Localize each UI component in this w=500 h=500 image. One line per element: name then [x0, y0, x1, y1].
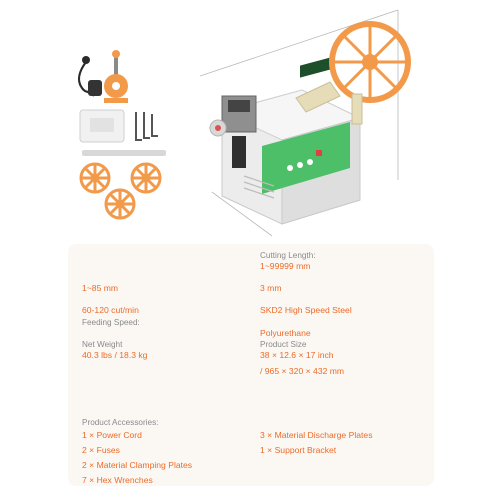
spec-value	[82, 328, 254, 339]
specifications-card: 1~85 mm 60-120 cut/min Feeding Speed: Ne…	[68, 244, 434, 486]
spec-label: Feeding Speed:	[82, 317, 140, 327]
spec-value: 1~99999 mm	[260, 261, 311, 271]
spec-row-feeding-speed: Feeding Speed:	[82, 318, 254, 340]
spec-value	[82, 261, 254, 272]
spec-label	[260, 295, 430, 305]
feed-head-top	[228, 100, 250, 112]
accessory-item: 2 × Material Clamping Plates	[82, 460, 193, 470]
spec-value-metric: / 965 × 320 × 432 mm	[260, 365, 345, 376]
spec-value: 1~85 mm	[82, 283, 119, 294]
length-dimension-line	[199, 9, 399, 77]
hex-wrench-icon	[135, 112, 158, 141]
spec-value: 3 mm	[260, 283, 282, 294]
discharge-wheel-icon	[79, 162, 162, 220]
cutting-machine	[209, 56, 362, 225]
pressure-knob-center	[215, 125, 221, 131]
product-illustration	[0, 0, 500, 240]
spec-column-left: 1~85 mm 60-120 cut/min Feeding Speed: Ne…	[82, 251, 254, 362]
spec-row-tool-material: SKD2 High Speed Steel	[260, 295, 430, 317]
spec-value: 60-120 cut/min	[82, 305, 139, 316]
spec-row-product-size: Product Size 38 × 12.6 × 17 inch / 965 ×…	[260, 339, 430, 376]
clamping-plate-icon	[79, 109, 125, 143]
width-dimension-line	[211, 191, 273, 237]
accessory-item: 1 × Power Cord	[82, 430, 142, 440]
accessory-item: 3 × Material Discharge Plates	[260, 430, 373, 440]
accessories-list-left: Product Accessories: 1 × Power Cord 2 × …	[82, 418, 254, 490]
spec-row-cutting-width: 1~85 mm	[82, 273, 254, 295]
spec-row-cutting-thickness: 3 mm	[260, 273, 430, 295]
spec-value: 38 × 12.6 × 17 inch	[260, 349, 334, 360]
spec-label	[82, 251, 254, 261]
panel-button	[297, 162, 303, 168]
cutter-block	[232, 136, 246, 168]
spec-label	[82, 295, 254, 305]
accessories-heading: Product Accessories:	[82, 418, 159, 427]
spec-label	[260, 273, 430, 283]
panel-button	[307, 159, 313, 165]
spec-row-cutting-length: Cutting Length: 1~99999 mm	[260, 251, 430, 273]
power-cord-icon	[77, 56, 102, 97]
spec-label: Product Size	[260, 339, 307, 349]
material-reel-wheel	[329, 21, 411, 103]
display-screen	[300, 56, 334, 78]
panel-button	[287, 165, 293, 171]
control-panel	[262, 122, 350, 194]
accessory-item: 7 × Hex Wrenches	[82, 475, 153, 485]
accessories-list-right: 3 × Material Discharge Plates 1 × Suppor…	[260, 418, 430, 460]
support-bracket-icon	[104, 50, 128, 103]
spec-row-cutting-speed: 60-120 cut/min	[82, 295, 254, 317]
spec-row-net-weight: Net Weight 40.3 lbs / 18.3 kg	[82, 340, 254, 362]
spec-value: 40.3 lbs / 18.3 kg	[82, 349, 148, 360]
spec-label	[260, 318, 430, 328]
accessory-item: 2 × Fuses	[82, 445, 120, 455]
accessories-heading-spacer	[260, 418, 430, 430]
accessory-item: 1 × Support Bracket	[260, 445, 337, 455]
spec-value: SKD2 High Speed Steel	[260, 305, 352, 316]
spec-value: Polyurethane	[260, 327, 311, 338]
discharge-plate	[82, 150, 166, 156]
spec-row-roller-material: Polyurethane	[260, 318, 430, 340]
spec-label	[82, 273, 254, 283]
illustration-svg	[77, 9, 411, 237]
spec-label: Net Weight	[82, 339, 123, 349]
spec-row-model	[82, 251, 254, 273]
reel-support-bracket	[351, 93, 363, 125]
power-switch-icon	[316, 150, 322, 156]
spec-label: Cutting Length:	[260, 251, 316, 260]
feed-chute	[295, 81, 341, 113]
spec-column-right: Cutting Length: 1~99999 mm 3 mm SKD2 Hig…	[260, 251, 430, 376]
